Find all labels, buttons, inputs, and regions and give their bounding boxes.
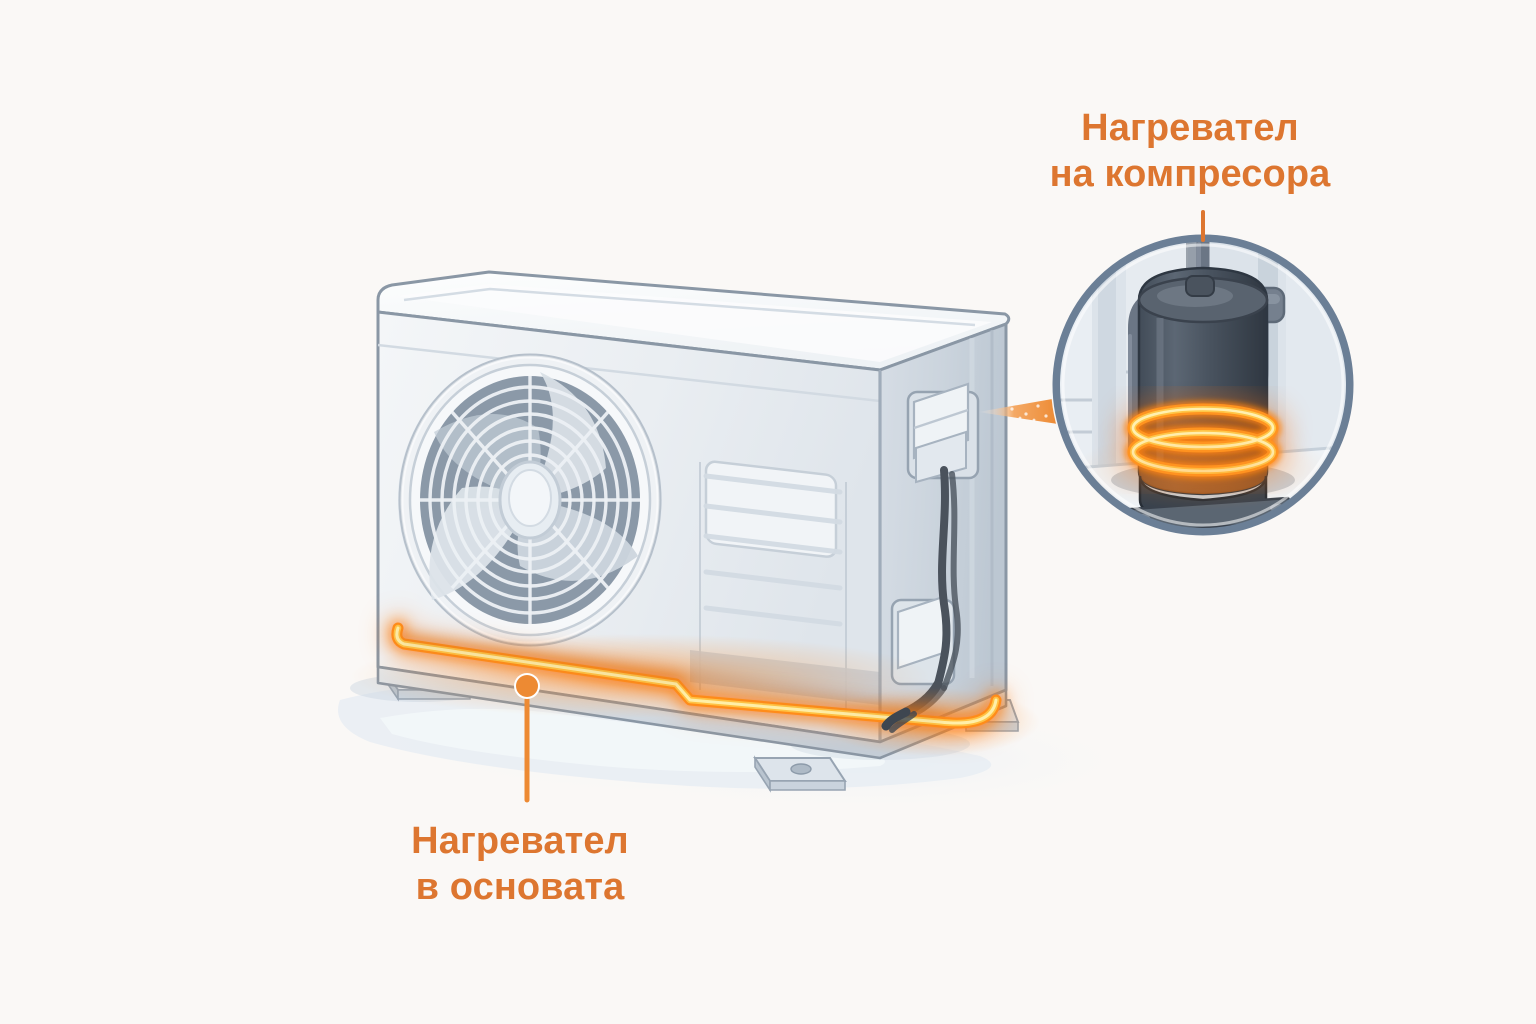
inset-content — [1058, 240, 1348, 530]
inset-connector — [978, 398, 1058, 424]
fan-grille — [398, 353, 662, 647]
outdoor-unit — [376, 270, 1011, 760]
base-heater-tube — [384, 616, 1008, 735]
label-base-heater: Нагревател в основата — [411, 820, 629, 909]
leader-line-base — [514, 673, 540, 803]
cable-to-heater — [881, 707, 917, 733]
inset-circle — [1051, 233, 1355, 537]
electrical-box — [906, 382, 980, 484]
label-compressor-heater: Нагревател на компресора — [1049, 107, 1331, 196]
